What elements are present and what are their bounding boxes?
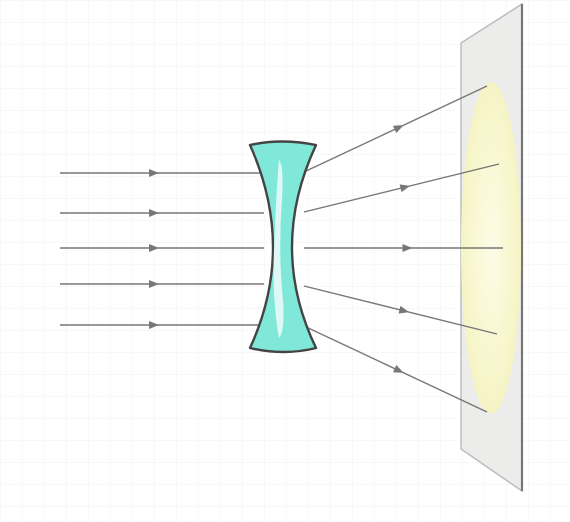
ray-arrow-icon	[392, 364, 404, 373]
ray-arrow-icon	[402, 244, 413, 252]
ray-arrow-icon	[149, 280, 159, 288]
ray-arrow-icon	[149, 244, 159, 252]
concave-lens	[248, 140, 318, 354]
lens-body	[248, 140, 318, 354]
lens-highlight	[273, 160, 284, 338]
ray-arrow-icon	[399, 184, 411, 193]
ray-arrow-icon	[149, 321, 159, 329]
ray-arrow-icon	[392, 125, 404, 134]
ray-arrow-icon	[149, 169, 159, 177]
ray-arrow-icon	[398, 305, 410, 314]
ray-arrow-icon	[149, 209, 159, 217]
rays	[60, 85, 503, 413]
